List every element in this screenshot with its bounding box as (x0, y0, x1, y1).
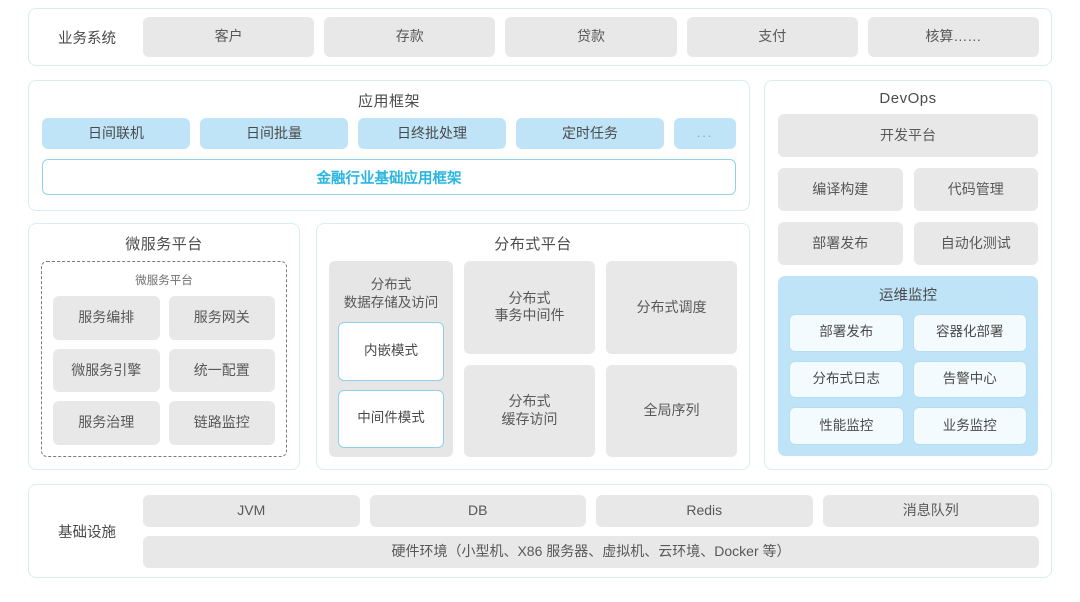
microservice-dashed-group: 微服务平台 服务编排 服务网关 微服务引擎 统一配置 服务治理 链路监控 (41, 261, 287, 457)
ops-item-1[interactable]: 容器化部署 (912, 314, 1027, 352)
ops-item-4[interactable]: 性能监控 (789, 407, 904, 445)
distributed-data-storage-title-line1: 分布式 (370, 277, 412, 292)
ops-monitoring-title: 运维监控 (879, 288, 937, 304)
distributed-mode-middleware[interactable]: 中间件模式 (338, 389, 444, 448)
app-framework-body: 日间联机 日间批量 日终批处理 定时任务 ... 金融行业基础应用框架 (29, 118, 749, 207)
platform-column: 应用框架 日间联机 日间批量 日终批处理 定时任务 ... 金融行业基础应用框架 (28, 80, 750, 470)
distributed-platform-title: 分布式平台 (494, 236, 572, 253)
app-framework-item-2[interactable]: 日终批处理 (358, 118, 506, 149)
infrastructure-row: 基础设施 JVM DB Redis 消息队列 硬件环境（小型机、X86 服务器、… (28, 484, 1052, 578)
microservice-item-1[interactable]: 服务网关 (168, 296, 275, 340)
devops-pair-0: 编译构建 代码管理 (778, 168, 1038, 211)
ops-monitoring-group: 运维监控 部署发布 容器化部署 分布式日志 告警中心 性能监控 业务监控 (778, 276, 1038, 456)
financial-base-framework-bar[interactable]: 金融行业基础应用框架 (42, 159, 736, 195)
business-system-item-3[interactable]: 支付 (686, 17, 858, 57)
infrastructure-item-redis[interactable]: Redis (596, 494, 813, 527)
devops-dev-platform[interactable]: 开发平台 (778, 114, 1038, 157)
app-framework-item-3[interactable]: 定时任务 (516, 118, 664, 149)
app-framework-chip-row: 日间联机 日间批量 日终批处理 定时任务 ... (42, 118, 736, 149)
distributed-cell-3[interactable]: 全局序列 (606, 364, 737, 457)
microservice-platform-panel: 微服务平台 微服务平台 服务编排 服务网关 微服务引擎 统一配置 服务治理 链路… (28, 223, 300, 470)
infrastructure-item-db[interactable]: DB (369, 494, 586, 527)
infrastructure-content: JVM DB Redis 消息队列 硬件环境（小型机、X86 服务器、虚拟机、云… (143, 494, 1039, 568)
distributed-cell-grid: 分布式 事务中间件 分布式调度 分布式 缓存访问 (464, 261, 737, 457)
devops-item-automated-test[interactable]: 自动化测试 (913, 222, 1038, 265)
distributed-cell-1[interactable]: 分布式调度 (606, 261, 737, 354)
ops-monitoring-grid: 部署发布 容器化部署 分布式日志 告警中心 性能监控 业务监控 (789, 314, 1027, 445)
microservice-item-0[interactable]: 服务编排 (53, 296, 160, 340)
devops-title: DevOps (879, 90, 937, 107)
app-framework-item-0[interactable]: 日间联机 (42, 118, 190, 149)
distributed-data-storage-group[interactable]: 分布式 数据存储及访问 内嵌模式 中间件模式 (329, 261, 453, 457)
business-system-item-1[interactable]: 存款 (324, 17, 496, 57)
infrastructure-item-jvm[interactable]: JVM (143, 494, 360, 527)
distributed-cell-0-line1: 分布式 (508, 289, 551, 306)
lower-platforms: 微服务平台 微服务平台 服务编排 服务网关 微服务引擎 统一配置 服务治理 链路… (28, 223, 750, 470)
app-framework-panel: 应用框架 日间联机 日间批量 日终批处理 定时任务 ... 金融行业基础应用框架 (28, 80, 750, 211)
middle-section: 应用框架 日间联机 日间批量 日终批处理 定时任务 ... 金融行业基础应用框架 (28, 80, 1052, 470)
microservice-platform-title: 微服务平台 (125, 236, 203, 253)
devops-item-code-management[interactable]: 代码管理 (913, 168, 1038, 211)
business-system-item-2[interactable]: 贷款 (505, 17, 677, 57)
devops-item-build[interactable]: 编译构建 (778, 168, 903, 211)
distributed-cell-2-line1: 分布式 (508, 393, 551, 410)
microservice-grid: 服务编排 服务网关 微服务引擎 统一配置 服务治理 链路监控 (53, 296, 275, 445)
microservice-item-4[interactable]: 服务治理 (53, 401, 160, 445)
distributed-data-storage-title-line2: 数据存储及访问 (343, 295, 439, 311)
microservice-item-3[interactable]: 统一配置 (168, 348, 275, 393)
microservice-subtitle: 微服务平台 (135, 275, 193, 287)
distributed-cell-0[interactable]: 分布式 事务中间件 (464, 261, 595, 354)
business-system-label: 业务系统 (58, 30, 116, 47)
distributed-cell-2-line2: 缓存访问 (501, 410, 558, 427)
distributed-data-storage-title: 分布式 数据存储及访问 (338, 269, 444, 322)
distributed-storage-modes: 内嵌模式 中间件模式 (338, 322, 444, 448)
infrastructure-item-message-queue[interactable]: 消息队列 (822, 494, 1039, 527)
distributed-cell-2[interactable]: 分布式 缓存访问 (464, 364, 595, 457)
infrastructure-label: 基础设施 (58, 524, 116, 541)
business-system-row: 业务系统 客户 存款 贷款 支付 核算…… (28, 8, 1052, 66)
ops-item-0[interactable]: 部署发布 (789, 314, 904, 352)
devops-item-deploy-release[interactable]: 部署发布 (778, 222, 903, 265)
infrastructure-items-row: JVM DB Redis 消息队列 (143, 494, 1039, 527)
devops-pair-1: 部署发布 自动化测试 (778, 222, 1038, 265)
microservice-item-2[interactable]: 微服务引擎 (53, 348, 160, 393)
distributed-cell-0-line2: 事务中间件 (494, 307, 565, 324)
app-framework-title: 应用框架 (357, 93, 420, 110)
distributed-mode-embedded[interactable]: 内嵌模式 (338, 322, 444, 381)
app-framework-item-1[interactable]: 日间批量 (200, 118, 348, 149)
distributed-platform-panel: 分布式平台 分布式 数据存储及访问 内嵌模式 中间件模式 (316, 223, 750, 470)
business-system-item-4[interactable]: 核算…… (867, 17, 1040, 57)
ops-item-3[interactable]: 告警中心 (912, 360, 1027, 399)
devops-panel: DevOps 开发平台 编译构建 代码管理 部署发布 自动化测试 运维监控 部署… (764, 80, 1052, 470)
microservice-item-5[interactable]: 链路监控 (168, 401, 275, 445)
devops-body: 开发平台 编译构建 代码管理 部署发布 自动化测试 运维监控 部署发布 容器化部… (765, 114, 1051, 469)
infrastructure-hardware-bar[interactable]: 硬件环境（小型机、X86 服务器、虚拟机、云环境、Docker 等） (143, 535, 1039, 568)
app-framework-more-item[interactable]: ... (674, 118, 736, 149)
ops-item-5[interactable]: 业务监控 (912, 407, 1027, 445)
distributed-body: 分布式 数据存储及访问 内嵌模式 中间件模式 分布式 (317, 261, 749, 469)
ops-item-2[interactable]: 分布式日志 (789, 360, 904, 399)
business-system-item-0[interactable]: 客户 (143, 17, 315, 57)
